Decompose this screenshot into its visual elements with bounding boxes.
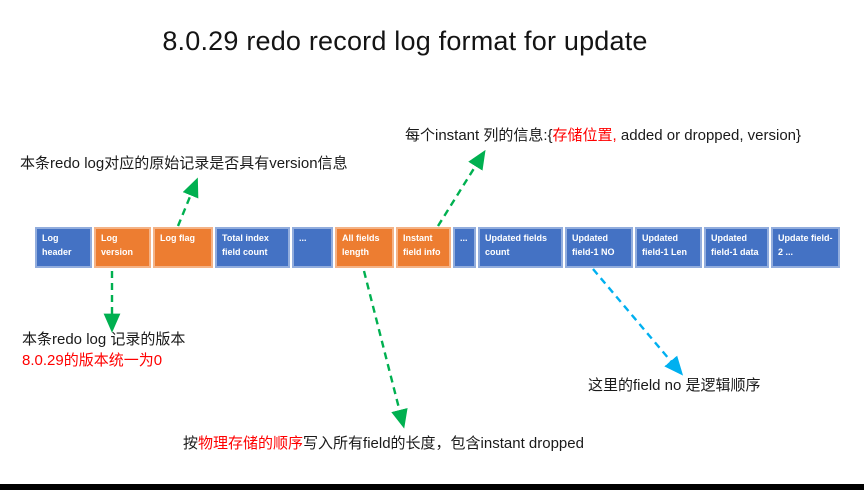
annotation-text-segment-red: 存储位置, (552, 127, 617, 144)
annotation-text-segment: 按 (183, 435, 199, 452)
annotation-log-version-line2: 8.0.29的版本统一为0 (22, 352, 163, 369)
field-box-updated-field-1-len: Updated field-1 Len (635, 227, 702, 268)
annotation-text-segment-red: 物理存储的顺序 (198, 435, 304, 452)
arrow-all-fields-length-to-note (362, 270, 408, 429)
field-box-log-version: Log version (94, 227, 151, 268)
field-box-all-fields-length: All fields length (335, 227, 394, 268)
bottom-bar (0, 484, 864, 490)
field-box-log-flag: Log flag (153, 227, 213, 268)
annotation-text-segment: added or dropped, version} (616, 127, 802, 144)
arrow-log-flag-to-version-info (176, 177, 199, 227)
field-box-updated-fields-count: Updated fields count (478, 227, 563, 268)
arrow-updated-field-no-to-note (592, 268, 684, 376)
field-box-total-index-field-count: Total index field count (215, 227, 290, 268)
field-box-log-header: Log header (35, 227, 92, 268)
annotation-text-segment: 每个instant 列的信息:{ (405, 127, 553, 144)
arrow-instant-field-info-to-note (436, 149, 486, 227)
page-title: 8.0.29 redo record log format for update (162, 26, 648, 56)
annotation-instant-info: 每个instant 列的信息:{存储位置, added or dropped, … (405, 124, 801, 145)
field-box-ellipsis: ... (292, 227, 333, 268)
field-box-update-field-2: Update field-2 ... (771, 227, 840, 268)
field-box-instant-field-info: Instant field info (396, 227, 451, 268)
annotation-text-segment: 写入所有field的长度，包含instant dropped (303, 435, 584, 452)
annotation-version-info: 本条redo log对应的原始记录是否具有version信息 (20, 155, 348, 172)
field-box-updated-field-1-no: Updated field-1 NO (565, 227, 633, 268)
field-box-ellipsis: ... (453, 227, 476, 268)
annotation-log-version: 本条redo log 记录的版本 8.0.29的版本统一为0 (22, 329, 185, 371)
annotation-field-no: 这里的field no 是逻辑顺序 (588, 377, 761, 394)
field-box-updated-field-1-data: Updated field-1 data (704, 227, 769, 268)
annotation-all-fields-length: 按物理存储的顺序写入所有field的长度，包含instant dropped (183, 432, 584, 453)
annotation-log-version-line1: 本条redo log 记录的版本 (22, 331, 186, 348)
